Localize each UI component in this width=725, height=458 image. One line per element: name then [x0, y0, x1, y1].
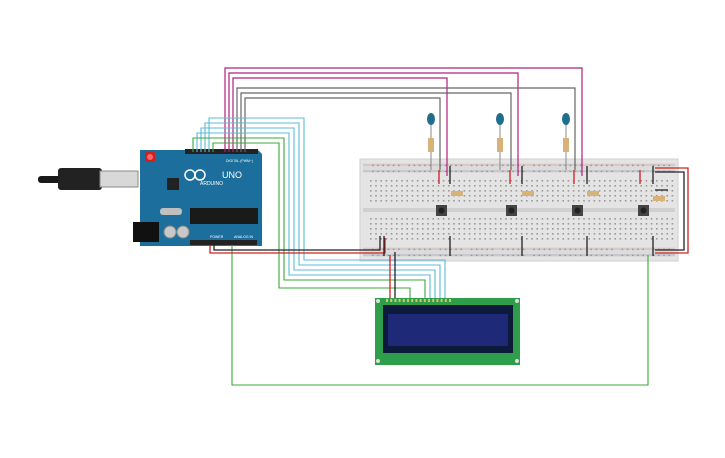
- atmega-chip: [190, 208, 258, 224]
- led-1[interactable]: [427, 113, 435, 170]
- cyan-wires: [196, 117, 446, 300]
- arduino-model-label: UNO: [222, 170, 242, 180]
- green-wires: [192, 137, 649, 386]
- led-3[interactable]: [562, 113, 570, 170]
- lcd-pins: [386, 299, 451, 302]
- magenta-wires: [224, 67, 583, 176]
- pushbutton-3[interactable]: [572, 205, 583, 216]
- analog-label: ANALOG IN: [234, 235, 254, 239]
- breadboard-jumpers: [383, 166, 654, 256]
- arduino-logo-text: ARDUINO: [200, 181, 223, 187]
- pushbutton-1[interactable]: [436, 205, 447, 216]
- power-label: POWER: [210, 235, 224, 239]
- usb-cable[interactable]: [38, 168, 139, 190]
- breadboard-holes: [370, 164, 674, 257]
- gray-wires: [236, 87, 576, 170]
- led-2[interactable]: [496, 113, 504, 170]
- power-jack: [133, 222, 159, 242]
- resistors[interactable]: [451, 191, 665, 201]
- lcd-16x2[interactable]: [375, 298, 520, 365]
- arduino-uno-board[interactable]: ARDUINO UNO DIGITAL (PWM~) POWER ANALOG …: [133, 149, 262, 246]
- digital-header: [185, 149, 258, 154]
- power-wires: [209, 167, 689, 300]
- pushbutton-2[interactable]: [506, 205, 517, 216]
- breadboard[interactable]: [359, 158, 679, 262]
- pushbutton-4[interactable]: [638, 205, 649, 216]
- digital-label: DIGITAL (PWM~): [226, 159, 253, 163]
- power-analog-header: [190, 240, 257, 245]
